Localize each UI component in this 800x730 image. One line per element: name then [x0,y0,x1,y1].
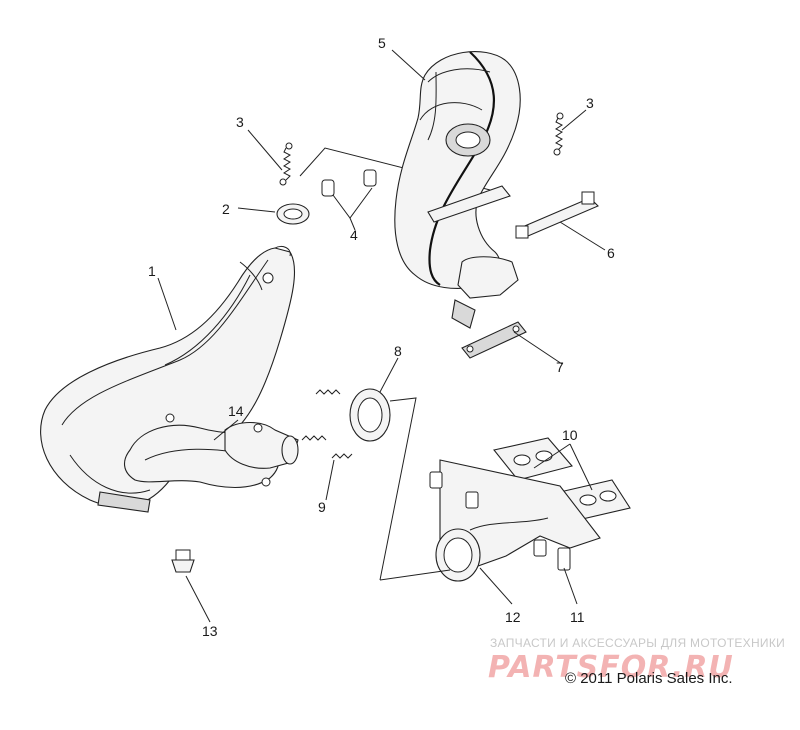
exhaust-manifold [379,459,601,582]
exhaust-pipe [40,245,296,513]
callout-1: 1 [148,263,156,279]
watermark-caption: ЗАПЧАСТИ И АКСЕССУАРЫ ДЛЯ МОТОТЕХНИКИ [490,636,786,650]
mount-plate [461,321,527,359]
callout-8: 8 [394,343,402,359]
leader-lines [157,49,606,623]
callout-14: 14 [228,403,244,419]
callout-9: 9 [318,499,326,515]
callout-7: 7 [556,359,564,375]
callout-13: 13 [202,623,218,639]
copyright-notice: © 2011 Polaris Sales Inc. [565,670,733,687]
spring-left [279,142,293,186]
connector-pipe [224,421,299,487]
drain-plug [171,549,195,573]
manifold-bolt [557,547,571,571]
callout-3-left: 3 [236,114,244,130]
callout-11: 11 [570,609,585,625]
silencer [394,51,521,329]
callout-5: 5 [378,35,386,51]
callout-6: 6 [607,245,615,261]
spring-right [553,112,564,156]
callout-labels: 1 2 3 3 4 5 6 7 8 9 10 11 12 13 14 [148,35,615,639]
callout-3-right: 3 [586,95,594,111]
callout-10: 10 [562,427,578,443]
watermark-logo: PARTSFOR.RU [488,650,734,685]
exhaust-seal [349,388,417,581]
mount-bracket [427,185,599,239]
callout-2: 2 [222,201,230,217]
seal-ring [276,203,310,225]
callout-4: 4 [350,227,358,243]
callout-12: 12 [505,609,521,625]
springs-lower [301,389,353,459]
